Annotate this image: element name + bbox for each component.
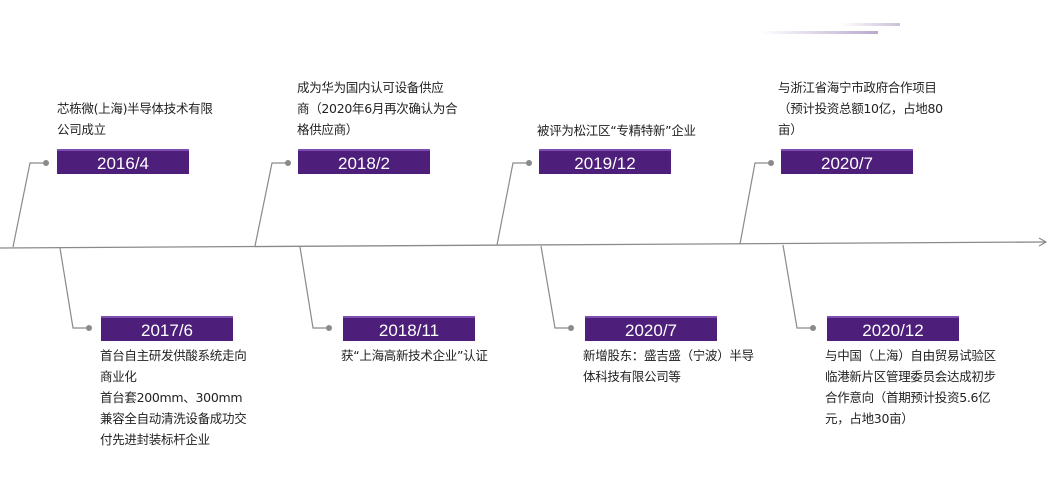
event-date-badge: 2020/12 <box>827 316 959 341</box>
event-description: 成为华为国内认可设备供应 商（2020年6月再次确认为合 格供应商） <box>297 80 458 137</box>
event-date-badge: 2018/2 <box>298 149 430 174</box>
event-date-badge: 2016/4 <box>57 149 189 174</box>
event-date-badge: 2019/12 <box>539 149 671 174</box>
event-date-badge: 2017/6 <box>101 316 233 341</box>
decorative-line <box>760 31 878 34</box>
timeline-axis <box>0 241 1046 249</box>
event-description: 与浙江省海宁市政府合作项目 （预计投资总额10亿，占地80 亩） <box>778 80 943 137</box>
event-description: 芯栋微(上海)半导体技术有限 公司成立 <box>57 101 213 137</box>
event-date-badge: 2020/7 <box>585 316 717 341</box>
decorative-line <box>840 23 900 26</box>
event-description: 首台自主研发供酸系统走向 商业化 首台套200mm、300mm 兼容全自动清洗设… <box>100 348 247 447</box>
axis-arrow-icon <box>1038 237 1048 247</box>
event-description: 与中国（上海）自由贸易试验区 临港新片区管理委员会达成初步 合作意向（首期预计投… <box>825 348 996 426</box>
event-description: 获“上海高新技术企业”认证 <box>341 348 488 363</box>
event-date-badge: 2020/7 <box>781 149 913 174</box>
event-description: 新增股东：盛吉盛（宁波）半导 体科技有限公司等 <box>583 348 754 384</box>
event-description: 被评为松江区“专精特新”企业 <box>537 123 696 138</box>
event-date-badge: 2018/11 <box>343 316 475 341</box>
